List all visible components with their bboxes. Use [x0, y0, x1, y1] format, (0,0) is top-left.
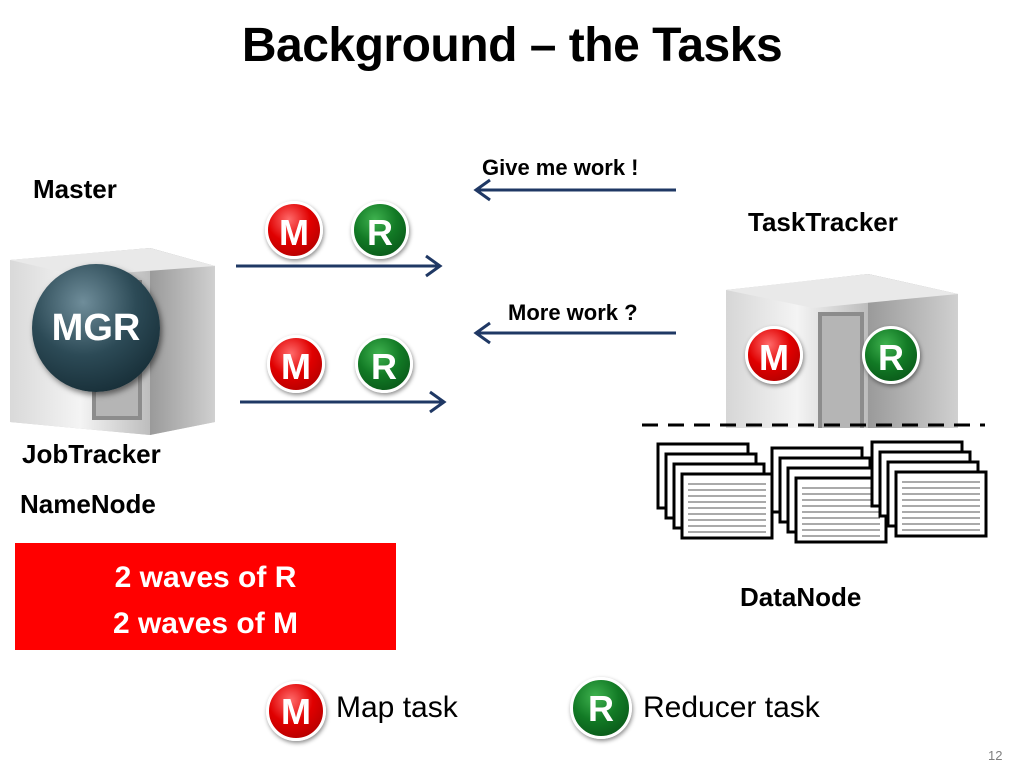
tasktracker-reduce-badge: R	[862, 326, 920, 384]
waves-info-box: 2 waves of R 2 waves of M	[15, 543, 396, 650]
dashed-divider	[642, 423, 985, 427]
manager-badge: MGR	[32, 264, 160, 392]
jobtracker-label: JobTracker	[22, 439, 161, 469]
datanode-data-blocks-icon	[656, 440, 988, 544]
request-2-arrow	[473, 321, 676, 345]
assignment-2-map-badge: M	[267, 335, 325, 393]
assignment-1-reduce-badge: R	[351, 201, 409, 259]
tasktracker-label: TaskTracker	[748, 207, 898, 237]
legend-map-label: Map task	[336, 691, 458, 724]
assignment-1-map-badge: M	[265, 201, 323, 259]
namenode-label: NameNode	[20, 489, 156, 519]
waves-of-m-text: 2 waves of M	[112, 607, 299, 640]
page-number: 12	[988, 748, 1003, 763]
request-1-arrow	[473, 178, 676, 202]
message-arrows	[236, 178, 676, 414]
legend-reduce-badge: R	[570, 677, 632, 739]
waves-of-r-text: 2 waves of R	[114, 561, 297, 594]
master-label: Master	[33, 174, 117, 204]
legend-reduce-label: Reducer task	[643, 691, 820, 724]
slide-title: Background – the Tasks	[241, 19, 783, 72]
tasktracker-map-badge: M	[745, 326, 803, 384]
assignment-1-arrow	[236, 254, 443, 278]
request-2-text: More work ?	[508, 300, 638, 325]
assignment-2-arrow	[240, 390, 447, 414]
assignment-2-reduce-badge: R	[355, 335, 413, 393]
datanode-label: DataNode	[740, 582, 862, 612]
request-1-text: Give me work !	[482, 155, 639, 180]
legend-map-badge: M	[266, 681, 326, 741]
